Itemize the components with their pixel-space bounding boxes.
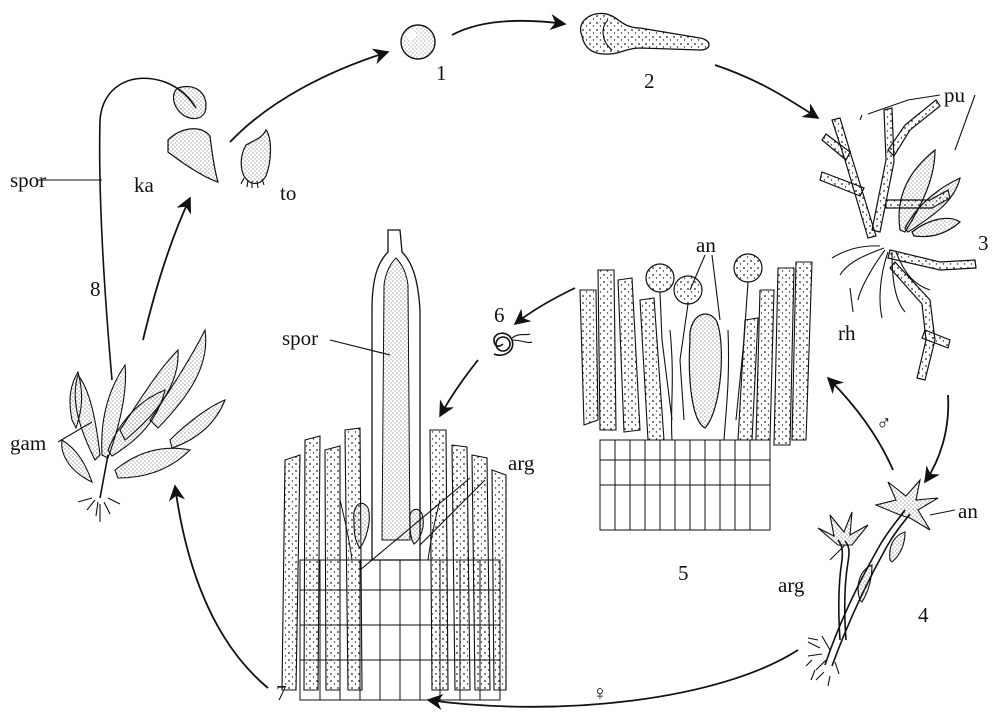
label-spor-left: spor (10, 168, 46, 192)
label-an-top: an (696, 233, 716, 257)
stage-label-2: 2 (644, 69, 655, 93)
spore-drawing (401, 25, 435, 59)
label-ka: ka (134, 173, 155, 197)
label-rh: rh (838, 321, 856, 345)
spermatozoid-drawing (494, 333, 532, 355)
sporophyte-section-drawing (282, 230, 506, 700)
gametophyte-pair-drawing (806, 480, 938, 686)
arrow-7-to-8 (175, 486, 268, 688)
label-to: to (280, 181, 296, 205)
sex-symbols: ♂ ♀ (592, 411, 892, 705)
stage-label-5: 5 (678, 561, 689, 585)
stage-numbers: 1 2 3 4 5 6 7 8 (90, 61, 989, 705)
label-pu: pu (944, 83, 966, 107)
stage-label-8: 8 (90, 277, 101, 301)
cycle-arrows (143, 21, 948, 707)
stage-label-1: 1 (436, 61, 447, 85)
arrow-3-to-4 (925, 395, 948, 482)
stage-label-7: 7 (276, 681, 287, 705)
arrow-2-to-3 (715, 65, 818, 118)
antheridia-section-drawing (580, 254, 812, 530)
label-arg-center: arg (508, 451, 535, 475)
stage-label-6: 6 (494, 303, 505, 327)
label-spor-center: spor (282, 326, 318, 350)
male-symbol: ♂ (876, 411, 892, 435)
stage-label-4: 4 (918, 603, 929, 627)
label-arg-right: arg (778, 573, 805, 597)
female-symbol: ♀ (592, 681, 608, 705)
calyptra-and-capsule-drawing (168, 129, 271, 188)
germinating-spore-drawing (581, 13, 709, 54)
arrow-8-to-1 (230, 52, 388, 142)
arrow-5-to-6 (515, 288, 575, 324)
label-an-right: an (958, 499, 978, 523)
stage-label-3: 3 (978, 231, 989, 255)
label-gam: gam (10, 431, 46, 455)
arrow-6-to-7 (440, 360, 478, 416)
arrow-1-to-2 (452, 21, 565, 35)
arrow-8-to-capsule (143, 198, 190, 340)
antheridia-base-tissue (600, 440, 770, 530)
